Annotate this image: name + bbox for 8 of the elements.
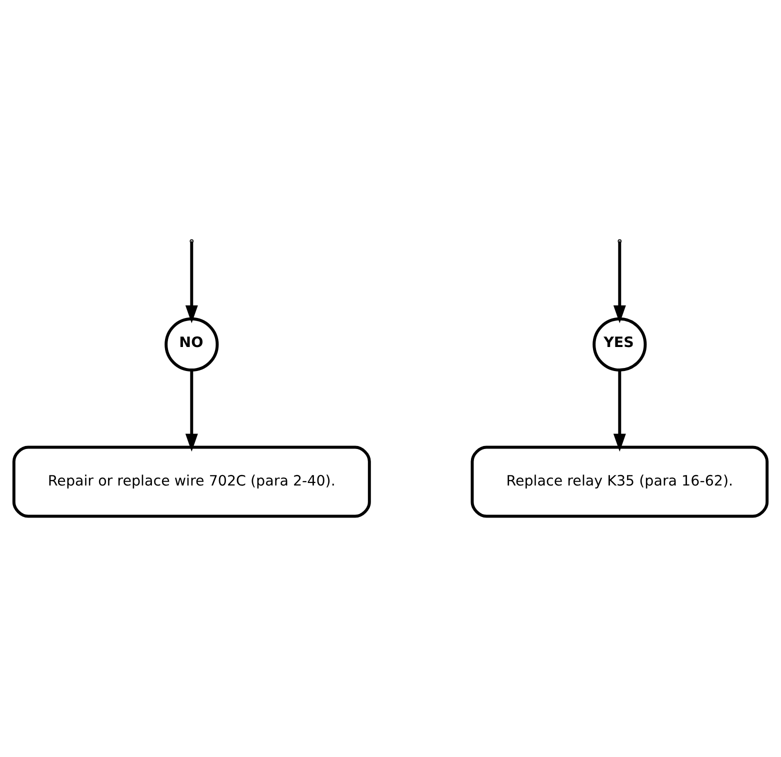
arrow (185, 242, 198, 324)
node-circle: YES (592, 317, 647, 372)
arrow (613, 242, 626, 324)
node-circle: NO (164, 317, 219, 372)
node-box: Repair or replace wire 702C (para 2-40). (12, 446, 371, 518)
arrow (613, 370, 626, 452)
node-box: Replace relay K35 (para 16-62). (470, 446, 769, 518)
arrow (185, 370, 198, 452)
